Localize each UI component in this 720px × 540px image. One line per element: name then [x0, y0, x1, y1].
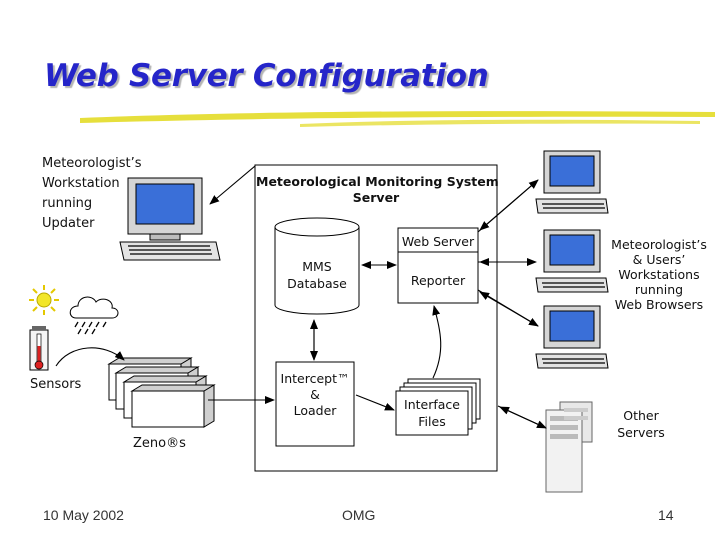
interface-files-label-line: Interface [404, 397, 460, 412]
arrow-intercept-to-files [355, 394, 395, 411]
browsers-label-line: running [634, 282, 684, 297]
database-label-line: Database [287, 276, 347, 291]
zeno-units-stack [107, 357, 216, 428]
web-server-label: Web Server [401, 234, 475, 249]
workstation-label: Meteorologist’s Workstation running Upda… [42, 154, 141, 234]
intercept-label-line: Loader [293, 403, 337, 418]
database-label: MMS Database [275, 258, 359, 292]
database-label-line: MMS [302, 259, 332, 274]
workstation-label-line: running [42, 196, 93, 211]
thermometer-icon [29, 326, 49, 371]
browsers-label-line: Workstations [618, 267, 700, 282]
slide-title: Web Server Configuration [44, 58, 489, 94]
zeno-label: Zeno®s [133, 436, 186, 451]
arrow-browser-bottom-to-webserver [479, 291, 539, 327]
sensors-label: Sensors [30, 377, 82, 392]
other-servers-label: Other Servers [606, 407, 676, 441]
footer-center: OMG [342, 507, 376, 523]
arrow-sensors-to-zeno [55, 347, 125, 367]
arrow-files-to-reporter [432, 305, 442, 379]
computer-icon [535, 305, 609, 369]
intercept-label-line: & [310, 387, 320, 402]
footer-date: 10 May 2002 [43, 507, 124, 523]
browsers-label-line: & Users’ [632, 252, 686, 267]
browsers-label: Meteorologist’s & Users’ Workstations ru… [603, 237, 715, 312]
mms-database-cylinder [274, 217, 360, 315]
rain-cloud-icon [69, 296, 119, 335]
computer-icon [535, 229, 609, 293]
workstation-label-line: Meteorologist’s [42, 156, 142, 171]
interface-files-label-line: Files [418, 414, 446, 429]
arrow-other-servers-to-files [499, 406, 547, 429]
server-tower-icon [545, 401, 593, 493]
intercept-label-line: Intercept™ [280, 371, 350, 386]
reporter-label: Reporter [410, 273, 466, 288]
mms-server-label: Meteorological Monitoring System Server [256, 174, 499, 206]
workstation-label-line: Updater [42, 216, 95, 231]
computer-icon [535, 150, 609, 214]
interface-files-stack [395, 378, 481, 436]
intercept-loader-box [275, 361, 355, 447]
intercept-loader-label: Intercept™ & Loader [276, 371, 354, 419]
other-servers-label-line: Other [623, 408, 659, 423]
sun-icon [29, 285, 59, 315]
interface-files-label: Interface Files [396, 396, 468, 430]
other-servers-label-line: Servers [617, 425, 665, 440]
mms-server-label-line: Meteorological Monitoring System [256, 174, 499, 189]
arrow-browser-top-to-webserver [479, 179, 539, 231]
web-server-box [397, 227, 479, 304]
title-underline [80, 111, 715, 127]
browsers-label-line: Meteorologist’s [611, 237, 707, 252]
mms-server-label-line: Server [352, 190, 400, 205]
computer-icon [119, 177, 221, 261]
arrow-server-to-workstation [209, 165, 256, 205]
page-number: 14 [658, 507, 674, 523]
workstation-label-line: Workstation [42, 176, 120, 191]
browsers-label-line: Web Browsers [614, 297, 704, 312]
